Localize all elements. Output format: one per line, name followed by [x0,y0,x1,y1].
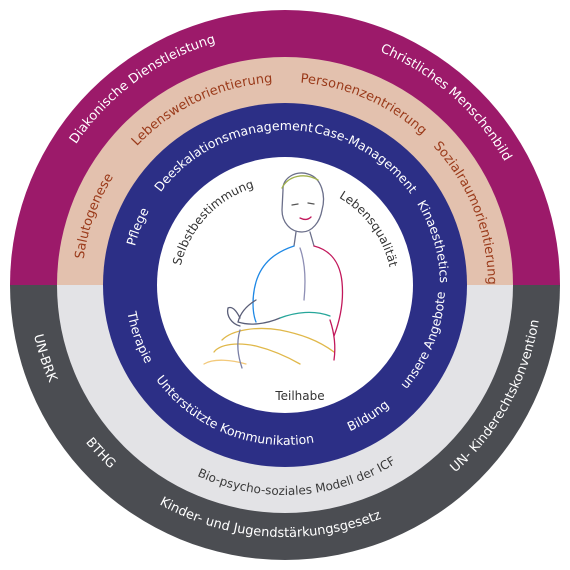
center-label-teilhabe: Teilhabe [274,389,324,403]
center-circle [157,157,413,413]
person-sketch-icon [203,172,344,369]
